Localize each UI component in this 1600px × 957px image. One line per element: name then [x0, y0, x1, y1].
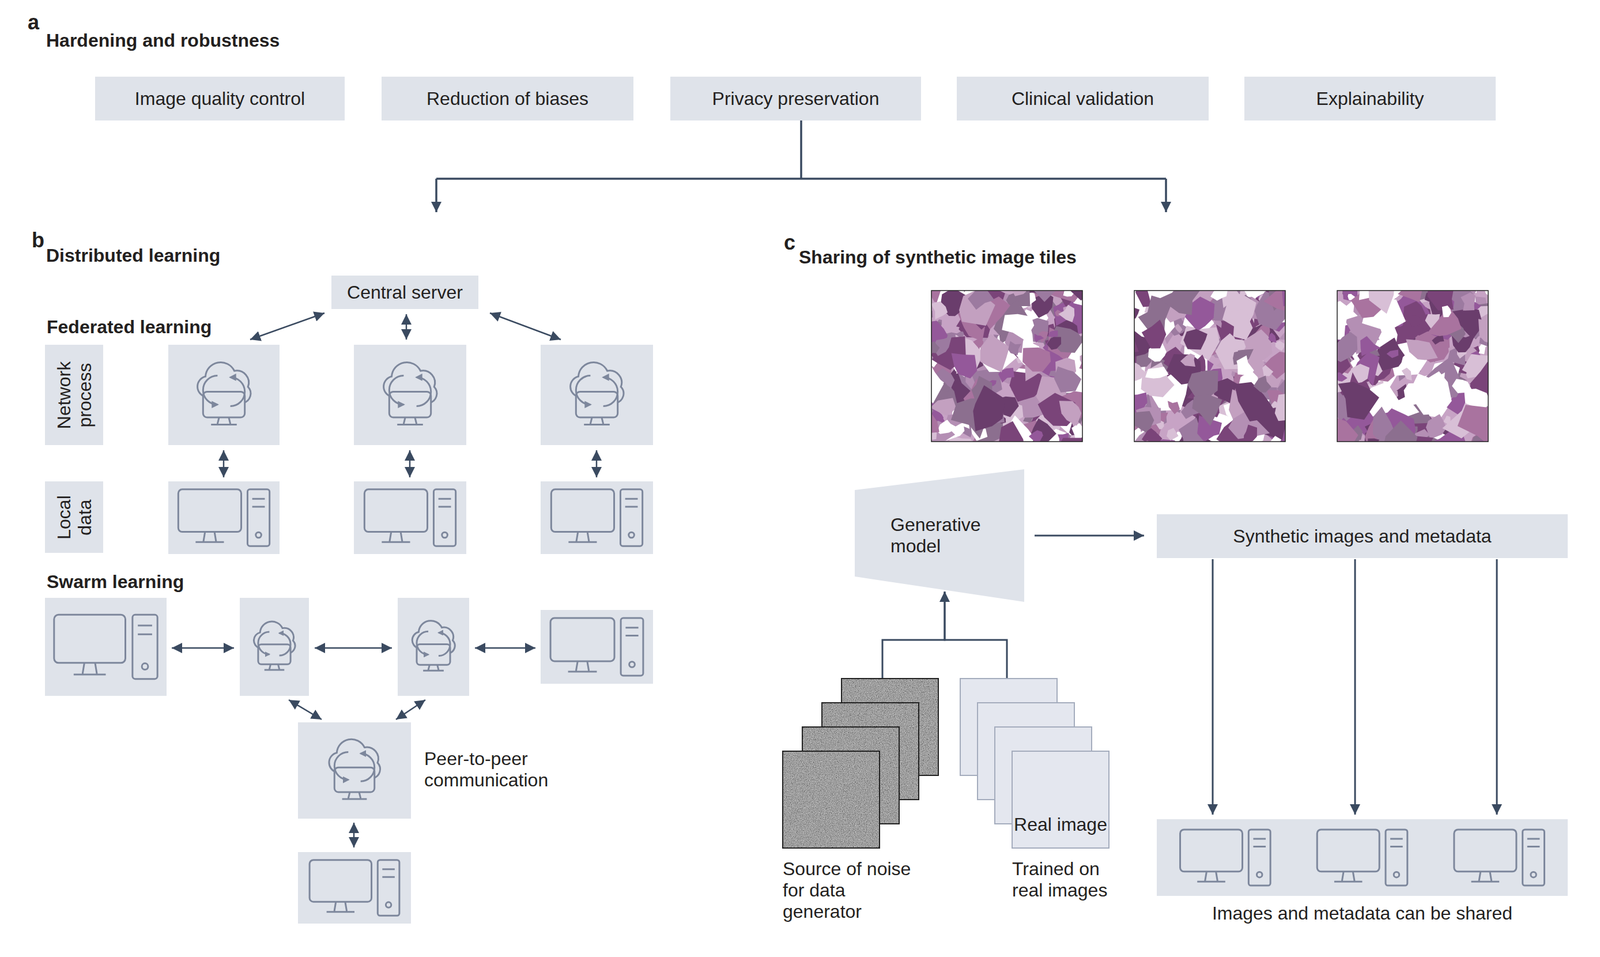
- network-icon: [412, 620, 455, 671]
- icon-box: [44, 597, 167, 696]
- panel-heading: Swarm learning: [46, 571, 184, 593]
- tile-border: [1337, 290, 1489, 442]
- panel-letter: b: [31, 228, 45, 252]
- link-arrow: [314, 647, 392, 649]
- computer-icon: [54, 614, 158, 679]
- node-text: Synthetic images and metadata: [1232, 525, 1492, 547]
- process-box: Explainability: [1244, 76, 1496, 121]
- link-arrow: [171, 647, 235, 649]
- node-text: Images and metadata can be shared: [1156, 902, 1568, 924]
- network-icon: [570, 361, 624, 425]
- panel-heading: Distributed learning: [46, 244, 221, 267]
- computer-icon: [1454, 829, 1545, 886]
- icon-box: [353, 344, 467, 445]
- link-arrow: [288, 699, 322, 720]
- panel-heading: Sharing of synthetic image tiles: [798, 246, 1077, 269]
- computer-icon: [178, 489, 270, 546]
- connector-arrow: [1212, 559, 1214, 815]
- panel-letter: c: [783, 230, 796, 255]
- node-text: Privacy preservation: [712, 88, 880, 110]
- icon-layer: [44, 344, 654, 924]
- link-arrow: [250, 312, 325, 340]
- connector-arrow: [882, 591, 945, 678]
- computer-icon: [550, 617, 644, 676]
- node-text: Explainability: [1316, 88, 1425, 110]
- node-text: Image quality control: [134, 88, 305, 110]
- row-label-box: Network process: [44, 344, 104, 445]
- row-label-box: Local data: [44, 481, 104, 553]
- tissue-tile: [1337, 290, 1489, 442]
- server-box: Central server: [331, 275, 479, 309]
- tile-border: [931, 290, 1083, 442]
- node-text: Generative model: [890, 469, 1006, 602]
- link-arrow: [353, 822, 356, 848]
- icon-box: [540, 344, 654, 445]
- node-text: Local data: [44, 481, 104, 553]
- generator-trapezoid: Generative model: [854, 469, 1025, 602]
- panel-letter: a: [27, 10, 40, 35]
- link-arrow: [489, 312, 561, 340]
- process-box: Privacy preservation: [670, 76, 922, 121]
- tissue-tile: [1134, 290, 1286, 442]
- node-text: Central server: [346, 281, 463, 304]
- computer-icon: [1180, 829, 1271, 886]
- link-arrow: [395, 699, 426, 720]
- node-text: Clinical validation: [1011, 88, 1154, 110]
- link-arrow: [405, 314, 408, 340]
- link-arrow: [474, 647, 536, 649]
- icon-box: [239, 597, 309, 696]
- tile-border: [1134, 290, 1286, 442]
- process-box: Reduction of biases: [381, 76, 634, 121]
- link-arrow: [223, 450, 225, 478]
- node-text: Network process: [44, 344, 104, 445]
- node-text: Source of noise for data generator: [782, 858, 922, 922]
- panel-heading: Federated learning: [46, 316, 212, 338]
- icon-box: [397, 597, 470, 696]
- connector-arrow: [944, 591, 1007, 678]
- computer-icon: [309, 859, 400, 916]
- output-box: Synthetic images and metadata: [1156, 514, 1568, 558]
- network-icon: [329, 738, 381, 799]
- noise-stack: Source of noise for data generator: [782, 677, 939, 848]
- icon-box: [353, 481, 467, 554]
- process-box: Clinical validation: [956, 76, 1209, 121]
- network-arrows: [171, 312, 597, 848]
- link-arrow: [595, 450, 598, 478]
- stem-line: [800, 120, 803, 179]
- card-stack: [782, 677, 939, 848]
- network-icon: [197, 361, 251, 425]
- icon-box: [168, 344, 280, 445]
- panel-heading: Peer-to-peer communication: [424, 748, 580, 791]
- icon-box: [297, 722, 411, 819]
- connector-arrow: [1496, 559, 1498, 815]
- bracket-arrows: [436, 120, 1166, 213]
- node-text: Real image: [1012, 751, 1109, 848]
- icon-box: [168, 481, 280, 554]
- node-text: Trained on real images: [1012, 858, 1116, 901]
- computer-icon: [1317, 829, 1408, 886]
- image-stack: Real imageTrained on real images: [960, 677, 1109, 848]
- computer-row: [1156, 819, 1568, 896]
- icon-box: [540, 609, 654, 684]
- process-box: Image quality control: [95, 76, 345, 121]
- connector-arrow: [1354, 559, 1357, 815]
- branch-arrow: [1164, 178, 1168, 213]
- link-arrow: [409, 450, 411, 478]
- network-icon: [253, 621, 296, 670]
- branch-line: [436, 177, 1166, 180]
- computer-icon: [551, 489, 643, 546]
- network-icon: [383, 361, 437, 425]
- sharing-panel: Images and metadata can be shared: [1156, 819, 1568, 896]
- branch-arrow: [435, 178, 438, 213]
- connector-arrow: [1034, 534, 1145, 537]
- icon-box: [297, 851, 411, 924]
- synthetic-tiles: [904, 259, 1516, 474]
- icon-box: [540, 481, 654, 554]
- computer-icon: [364, 489, 456, 546]
- node-text: Reduction of biases: [426, 88, 589, 110]
- tissue-tile: [931, 290, 1083, 442]
- panel-heading: Hardening and robustness: [46, 29, 280, 52]
